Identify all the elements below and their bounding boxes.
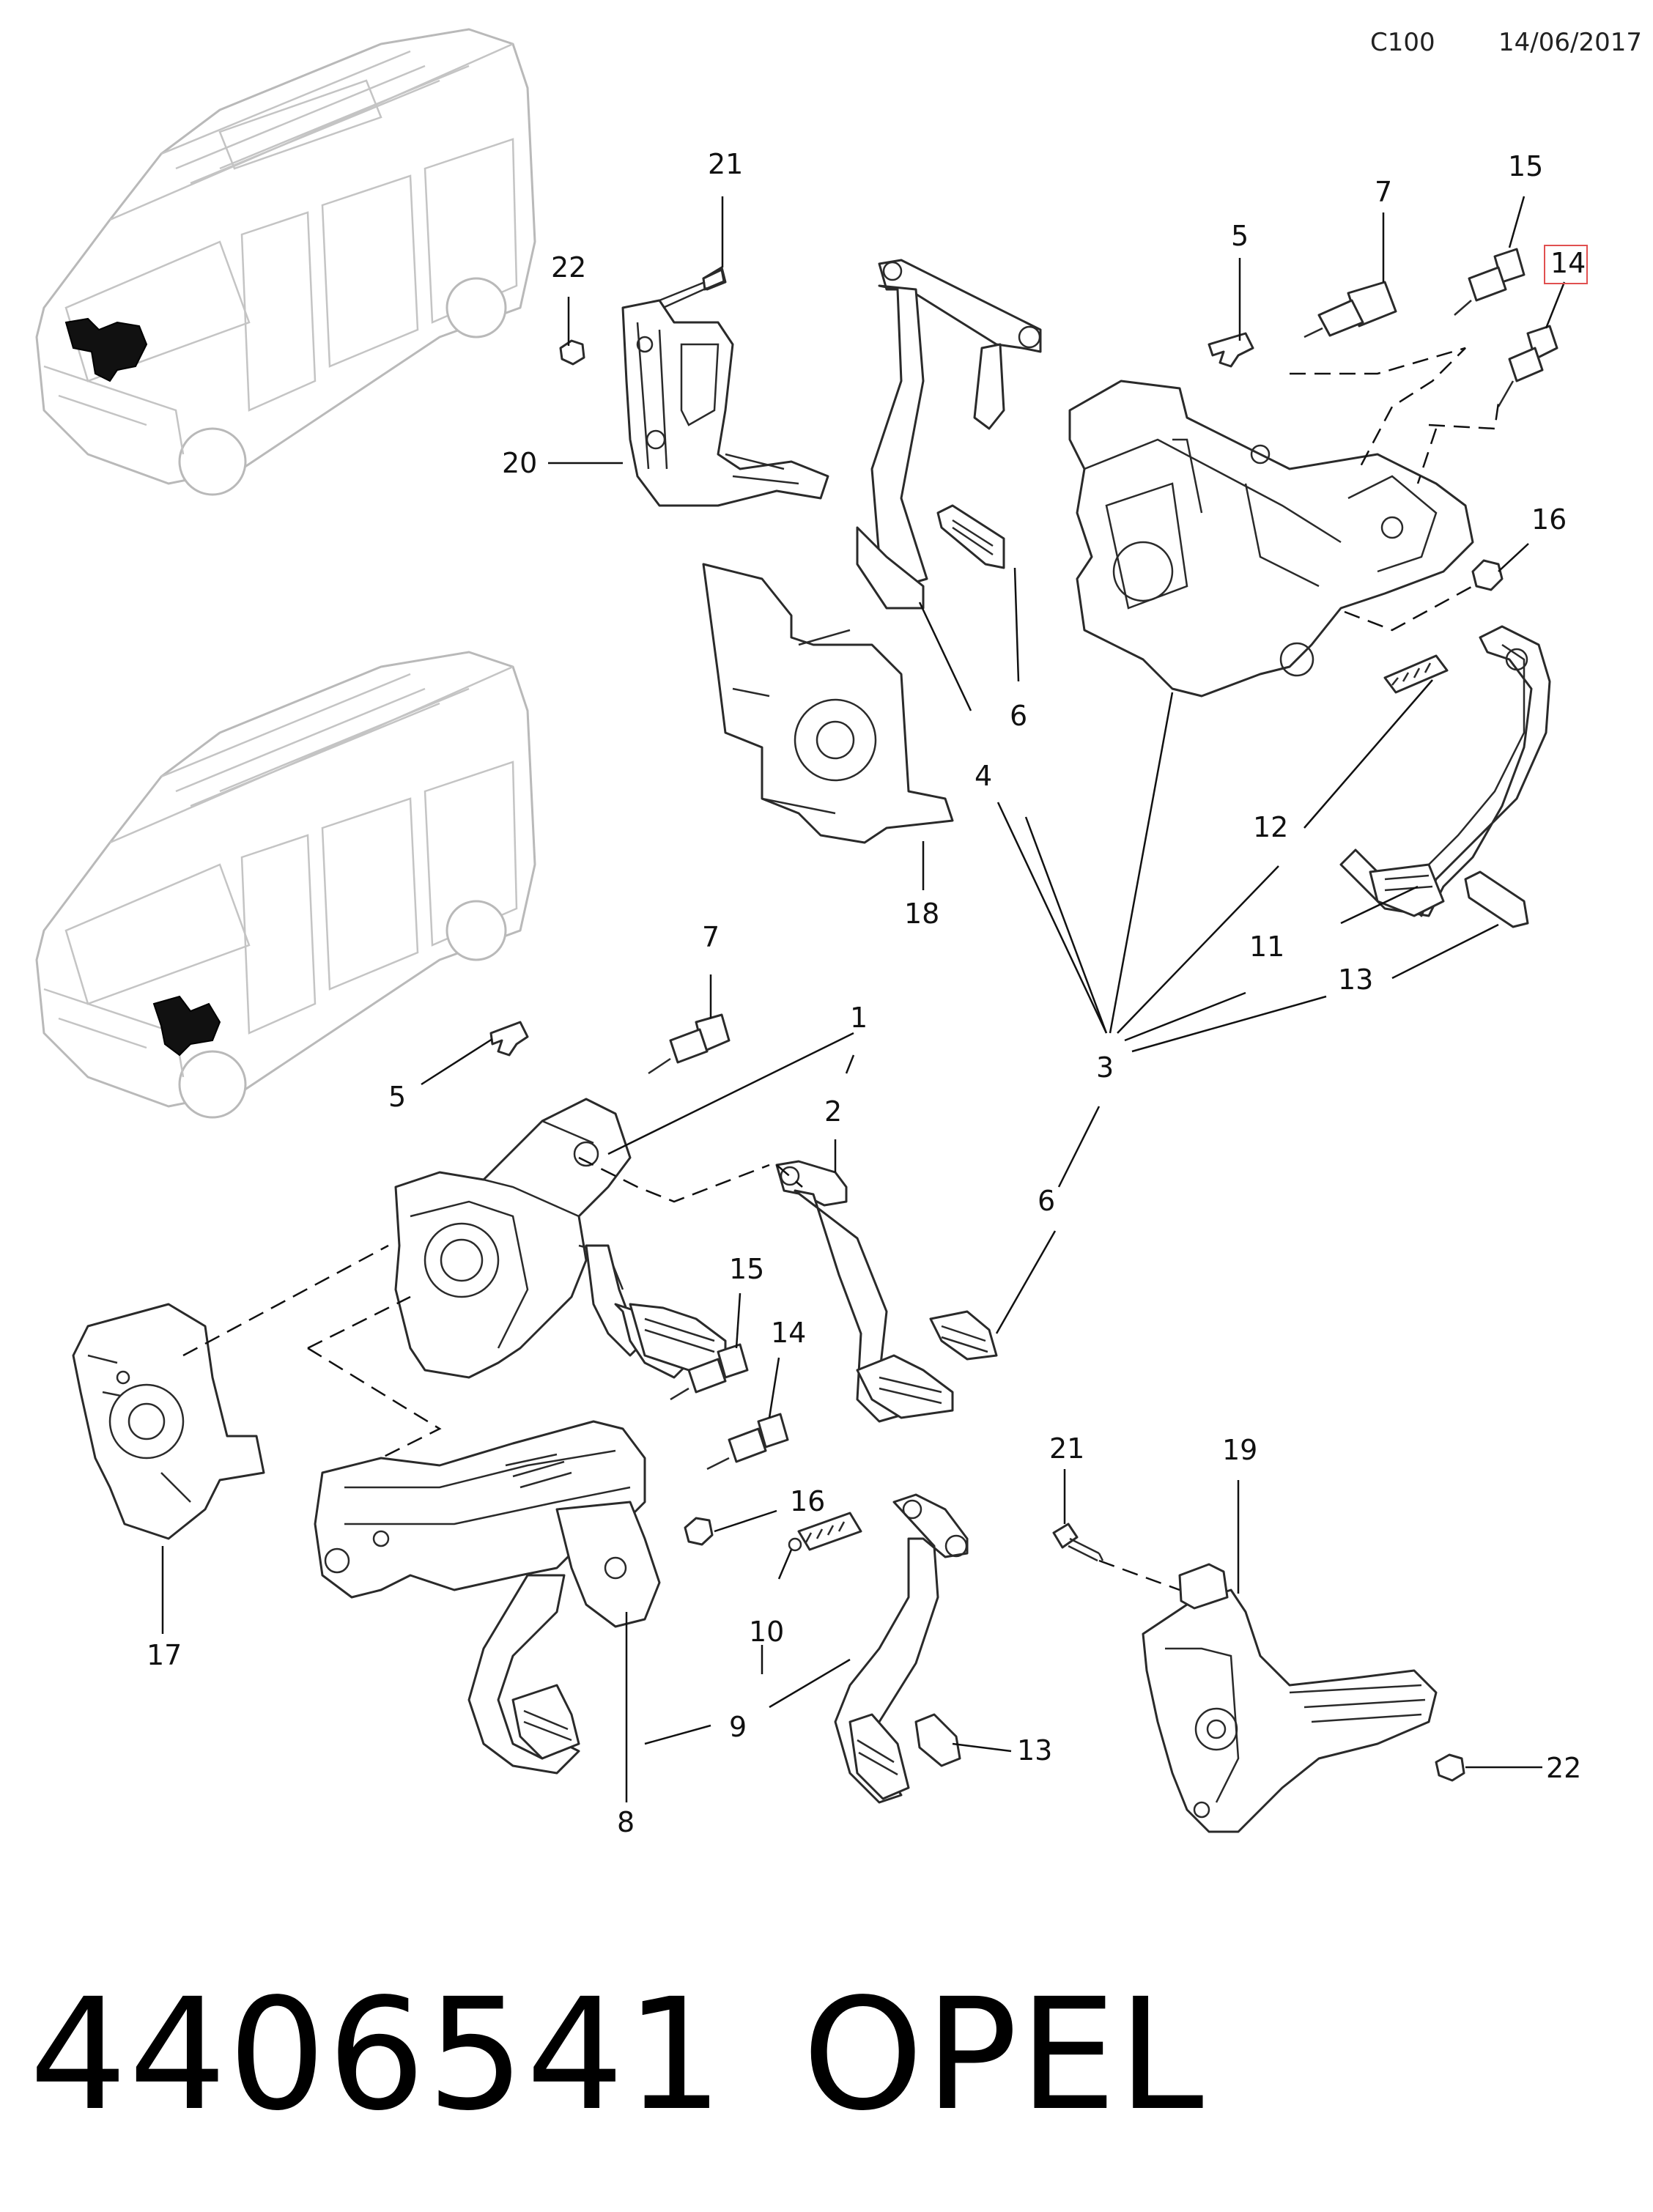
brake-pedal-8-arm (467, 1574, 580, 1775)
pad-13-top (1464, 870, 1529, 928)
callout-12: 12 (1253, 811, 1288, 843)
callout-14-bottom: 14 (771, 1317, 806, 1349)
accelerator-pedal-top (621, 266, 829, 507)
callout-20: 20 (502, 447, 537, 479)
callout-7-top: 7 (1375, 176, 1392, 208)
switch-15-top (1454, 248, 1526, 316)
assembly-dashed-lines (182, 347, 1500, 1591)
switch-7-top (1303, 281, 1397, 339)
clutch-pedal-11-top (1339, 625, 1551, 917)
callout-2: 2 (824, 1095, 842, 1128)
part-number: 4406541 (29, 1965, 725, 2145)
callout-22-top: 22 (551, 251, 586, 284)
brake-pedal-top (856, 259, 1042, 610)
callout-19: 19 (1222, 1434, 1257, 1466)
leader-lines (161, 196, 1566, 1802)
clip-5-bottom (489, 1021, 529, 1057)
callout-21-bottom: 21 (1049, 1432, 1084, 1465)
callout-6-top: 6 (1010, 700, 1027, 732)
callout-1: 1 (850, 1002, 868, 1034)
callout-5-top: 5 (1231, 220, 1249, 252)
heat-shield-17 (72, 1303, 265, 1540)
callout-13-bottom: 13 (1017, 1734, 1052, 1767)
pedal-pad-6-bottom (929, 1310, 998, 1361)
switch-14-top (1497, 325, 1558, 407)
callout-labels: 21 22 20 5 7 15 14 16 6 4 18 12 11 13 3 … (147, 148, 1586, 1838)
callout-22-bottom: 22 (1546, 1752, 1581, 1784)
clutch-pedal-9 (834, 1493, 969, 1804)
bushing-16-bottom (684, 1517, 714, 1546)
clip-5-top (1208, 332, 1254, 368)
bolt-21-top (659, 268, 725, 309)
callout-9: 9 (729, 1711, 747, 1743)
spring-10 (788, 1512, 862, 1552)
callout-15-bottom: 15 (729, 1253, 764, 1285)
pedal-box-8 (314, 1420, 661, 1628)
callout-10: 10 (749, 1616, 784, 1648)
callout-13-top: 13 (1338, 963, 1373, 996)
callout-17: 17 (147, 1639, 182, 1671)
callout-15-top: 15 (1508, 150, 1543, 182)
pedal-bracket-3 (1068, 380, 1474, 698)
callout-6-bottom: 6 (1038, 1185, 1055, 1217)
clutch-pedal-2 (775, 1160, 954, 1423)
switch-7-bottom (648, 1013, 731, 1075)
callout-16-top: 16 (1531, 503, 1567, 536)
nut-22-top (559, 339, 585, 366)
highlight-box-14 (1544, 245, 1588, 284)
diagram-code: C100 (1370, 28, 1435, 57)
callout-18: 18 (904, 898, 939, 930)
callout-5-bottom: 5 (388, 1081, 406, 1113)
switch-15-bottom (670, 1343, 749, 1401)
van-illustration-rhd (35, 28, 536, 496)
pedal-pad-6-top (936, 504, 1005, 569)
accelerator-pedal-19 (1142, 1563, 1438, 1833)
callout-8: 8 (617, 1806, 635, 1838)
van-illustration-lhd (35, 651, 536, 1119)
brake-pedal-bottom (585, 1244, 727, 1379)
diagram-date: 14/06/2017 (1498, 28, 1642, 57)
callout-16-bottom: 16 (790, 1485, 825, 1517)
spring-12-top (1383, 654, 1449, 694)
pad-13-bottom (914, 1713, 961, 1767)
callout-21-top: 21 (708, 148, 743, 180)
callout-3: 3 (1096, 1051, 1114, 1084)
heat-shield-18 (702, 563, 954, 844)
switch-14-bottom (706, 1413, 789, 1471)
callout-7-bottom: 7 (702, 921, 720, 953)
brand-name: OPEL (802, 1965, 1205, 2145)
bolt-21-bottom (1052, 1523, 1104, 1562)
bushing-16-top (1471, 559, 1504, 591)
callout-4: 4 (975, 760, 992, 792)
nut-22-bottom (1435, 1753, 1465, 1782)
callout-11: 11 (1249, 931, 1284, 963)
pedal-bracket-1 (394, 1098, 632, 1379)
callout-14-top: 14 (1550, 247, 1586, 279)
